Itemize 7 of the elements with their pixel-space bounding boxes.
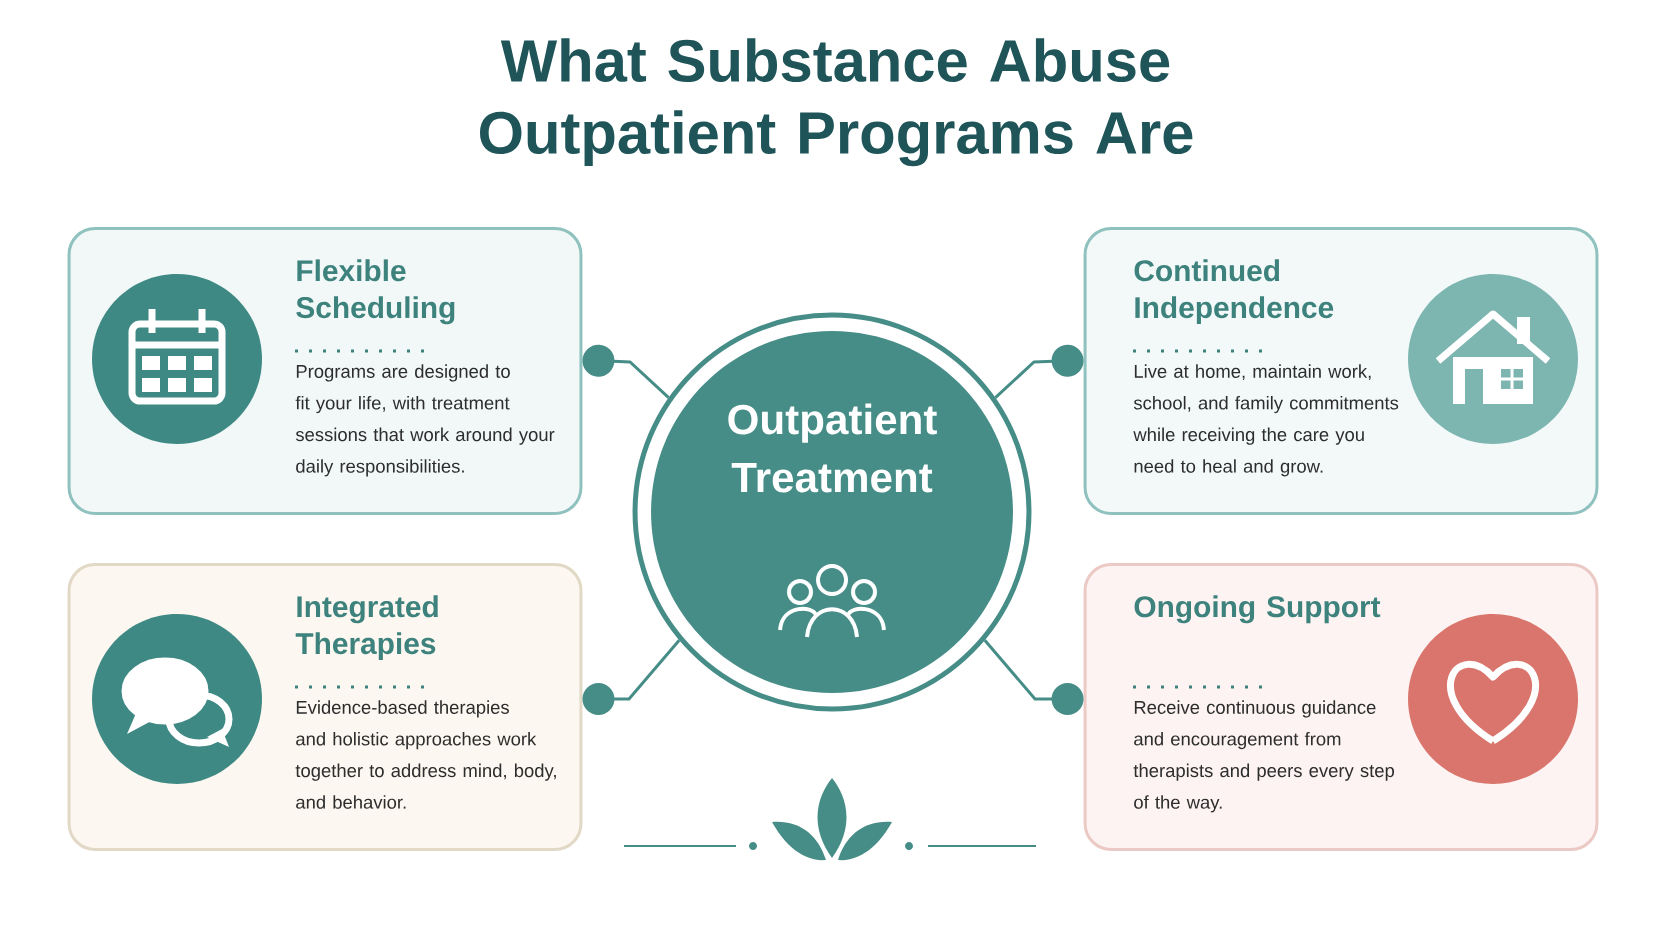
node-label: Ongoing Support bbox=[1134, 595, 1381, 624]
node-label: Receive continuous guidance and encouragement from therapists and peers every step of the way. bbox=[1133, 700, 1395, 813]
connector-line bbox=[983, 639, 1084, 715]
connector-line bbox=[582, 344, 670, 399]
connector-line bbox=[994, 344, 1084, 399]
title: What Substance Abuse Outpatient Programs Are bbox=[480, 38, 1193, 167]
connector-line bbox=[582, 639, 681, 715]
